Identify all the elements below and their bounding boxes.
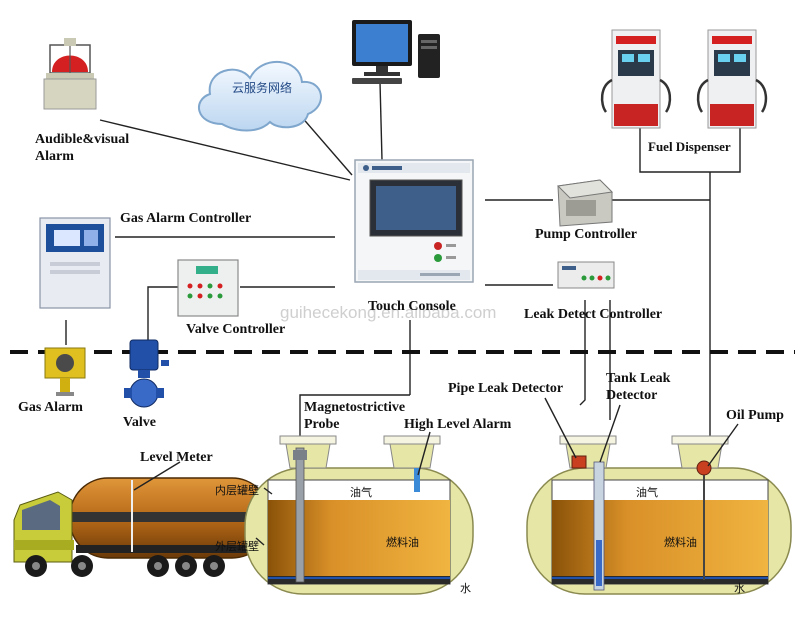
- valve-controller-icon: [177, 259, 239, 317]
- watermark: guihecekong.en.alibaba.com: [280, 303, 496, 322]
- valve-icon: [124, 339, 169, 408]
- fuel-dispenser-icon-left: [600, 29, 672, 129]
- audible-alarm-label-line2: Alarm: [35, 149, 74, 164]
- gas-alarm-controller-label: Gas Alarm Controller: [120, 211, 251, 226]
- fuel-dispenser-label: Fuel Dispenser: [648, 139, 731, 154]
- level-meter-pointer: [133, 461, 181, 491]
- oil-pump-pointer: [707, 423, 739, 467]
- water-label-left: 水: [460, 582, 471, 595]
- inner-wall-label: 内层罐壁: [215, 483, 259, 497]
- line-computer-to-console: [379, 81, 383, 161]
- touch-console-icon: [354, 159, 474, 283]
- inner-wall-pointer: [263, 487, 273, 495]
- touch-console-label: Touch Console: [368, 299, 456, 314]
- valve-label: Valve: [123, 415, 156, 430]
- outer-wall-label: 外层罐壁: [215, 539, 259, 553]
- left-storage-tank: [244, 435, 474, 595]
- water-label-right: 水: [734, 582, 745, 595]
- line-cloud-to-console: [299, 114, 353, 176]
- right-storage-tank: [526, 435, 792, 595]
- outer-wall-pointer: [255, 537, 265, 546]
- pump-controller-icon: [556, 179, 614, 227]
- fuel-label-right: 燃料油: [664, 535, 697, 549]
- vapor-label-left: 油气: [350, 485, 372, 499]
- vapor-label-right: 油气: [636, 485, 658, 499]
- audible-alarm-label-line1: Audible&visual: [35, 132, 129, 147]
- tank-leak-detector-label-line2: Detector: [606, 388, 657, 403]
- pump-controller-label: Pump Controller: [535, 227, 637, 242]
- tank-leak-detector-pointer: [599, 404, 621, 463]
- cloud-icon: 云服务网络: [198, 61, 322, 132]
- leak-detect-controller-label: Leak Detect Controller: [524, 307, 662, 322]
- gas-alarm-icon: [44, 347, 86, 396]
- line-dispenser-bus: [639, 128, 741, 173]
- fuel-label-left: 燃料油: [386, 535, 419, 549]
- tanker-truck-icon: [13, 477, 286, 577]
- pipe-leak-detector-pointer: [544, 397, 577, 459]
- high-level-alarm-pointer: [417, 431, 431, 476]
- line-valve-controller-to-valve: [147, 286, 178, 340]
- audible-visual-alarm-icon: [43, 38, 97, 110]
- connection-lines: [65, 81, 741, 455]
- cloud-label: 云服务网络: [232, 80, 292, 95]
- level-meter-label: Level Meter: [140, 450, 213, 465]
- fuel-dispenser-icon-right: [696, 29, 768, 129]
- gas-alarm-controller-icon: [39, 217, 111, 309]
- gas-alarm-label: Gas Alarm: [18, 400, 83, 415]
- tank-leak-detector-label-line1: Tank Leak: [606, 371, 671, 386]
- magnetostrictive-probe-label-line1: Magnetostrictive: [304, 400, 405, 415]
- line-leak-controller-to-tank: [579, 300, 586, 406]
- valve-controller-label: Valve Controller: [186, 322, 285, 337]
- computer-icon: [352, 20, 440, 84]
- line-probe-branch: [299, 394, 410, 440]
- line-alarm-to-console: [99, 119, 351, 181]
- magnetostrictive-probe-label-line2: Probe: [304, 417, 340, 432]
- leak-detect-controller-icon: [557, 261, 615, 289]
- oil-pump-label: Oil Pump: [726, 408, 784, 423]
- high-level-alarm-label: High Level Alarm: [404, 417, 512, 432]
- pipe-leak-detector-label: Pipe Leak Detector: [448, 381, 563, 396]
